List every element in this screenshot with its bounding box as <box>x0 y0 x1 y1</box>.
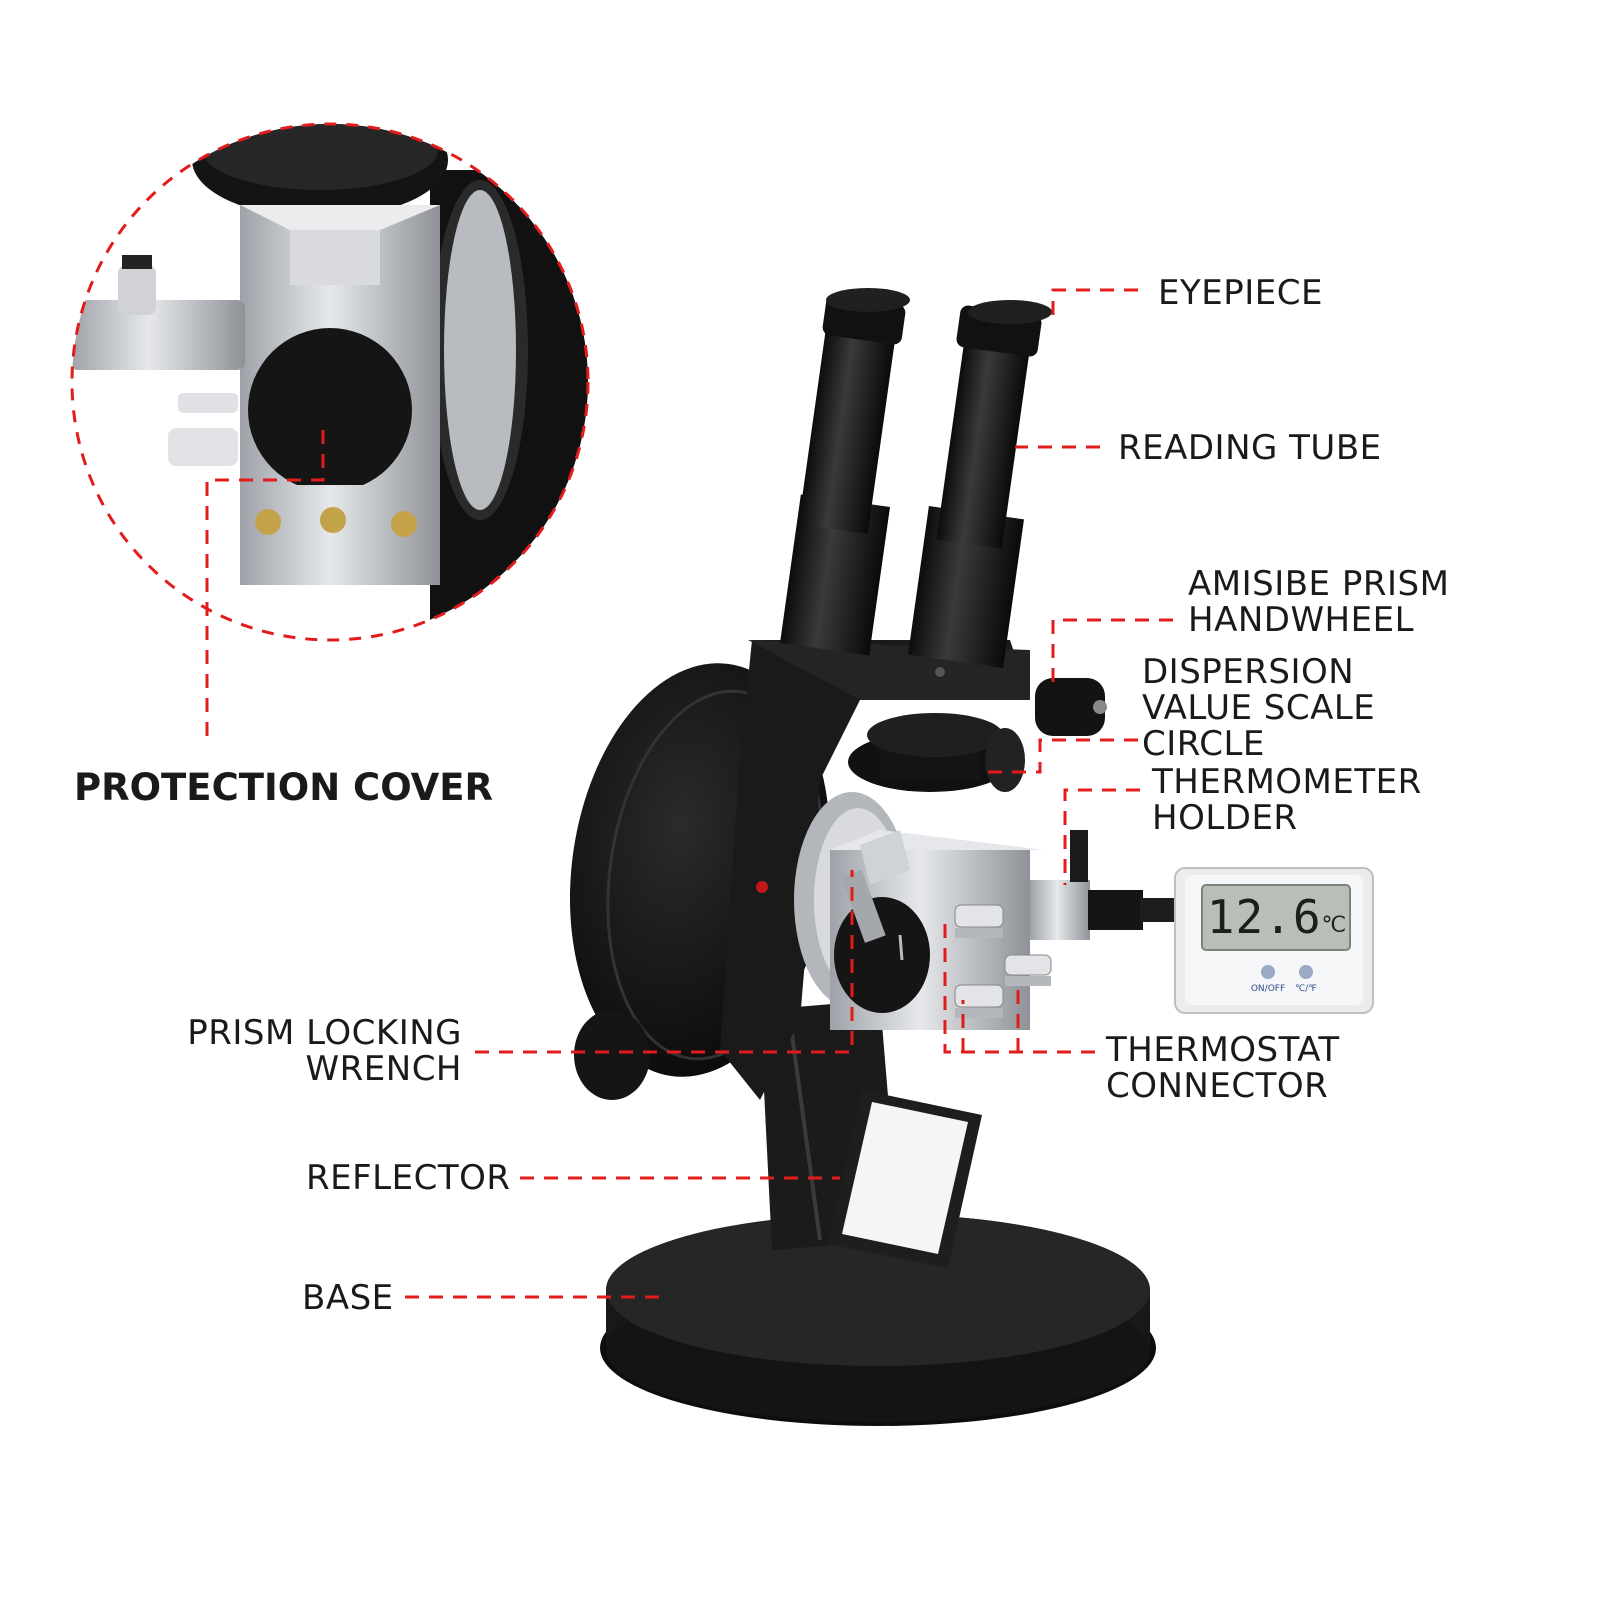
prism-locking-wrench <box>860 830 910 885</box>
label-dispersion-line-1: DISPERSION <box>1142 652 1355 692</box>
protection-cover-cap <box>248 328 412 492</box>
thermometer-onoff-button-label: ON/OFF <box>1250 984 1286 994</box>
thermometer-reading: 12.6℃ <box>1207 886 1347 948</box>
reflector <box>828 1090 982 1268</box>
leader-thermostat <box>943 922 1095 1054</box>
digital-thermometer <box>1174 867 1374 1014</box>
label-thermostat-line-2: CONNECTOR <box>1106 1066 1329 1106</box>
zoom-circle-outline <box>70 122 590 642</box>
thermometer-value: 12.6 <box>1206 890 1322 944</box>
label-dispersion-line-2: VALUE SCALE <box>1142 688 1376 728</box>
label-protection-cover: PROTECTION COVER <box>74 766 494 809</box>
thermometer-unit-button-label: ℃/℉ <box>1295 984 1317 994</box>
leader-protection-cover <box>205 430 325 740</box>
leader-handwheel <box>1051 618 1173 690</box>
prism-housing <box>794 792 1045 1030</box>
label-wrench-line-1: PRISM LOCKING <box>187 1013 462 1053</box>
label-thermometer-line-1: THERMOMETER <box>1152 762 1422 802</box>
dispersion-circle <box>848 713 1025 792</box>
label-eyepiece: EYEPIECE <box>1158 273 1323 313</box>
label-reflector: REFLECTOR <box>306 1158 511 1198</box>
instrument <box>569 288 1374 1426</box>
leader-thermometer <box>1063 788 1140 885</box>
thermostat-connectors <box>954 904 1052 1018</box>
prism-handwheel <box>1035 678 1107 736</box>
label-amisibe-prism-handwheel: AMISIBE PRISM HANDWHEEL <box>1188 566 1449 638</box>
arm <box>720 640 1030 1100</box>
label-wrench-line-2: WRENCH <box>305 1049 462 1089</box>
label-thermostat-connector: THERMOSTAT CONNECTOR <box>1106 1032 1340 1104</box>
right-tube <box>908 300 1052 668</box>
thermometer-holder <box>1030 830 1180 940</box>
leader-dispersion <box>985 738 1138 774</box>
label-handwheel-line-2: HANDWHEEL <box>1188 600 1415 640</box>
label-reading-tube: READING TUBE <box>1118 428 1382 468</box>
label-dispersion-line-3: CIRCLE <box>1142 724 1265 764</box>
label-thermometer-holder: THERMOMETER HOLDER <box>1152 764 1422 836</box>
left-tube <box>779 288 910 656</box>
leader-lines <box>205 288 1173 1299</box>
leader-prism-wrench <box>475 870 854 1054</box>
label-base: BASE <box>302 1278 394 1318</box>
label-handwheel-line-1: AMISIBE PRISM <box>1188 564 1450 604</box>
thermometer-unit: ℃ <box>1321 913 1348 938</box>
label-dispersion-value-scale-circle: DISPERSION VALUE SCALE CIRCLE <box>1142 654 1375 762</box>
leader-eyepiece <box>1051 288 1138 325</box>
label-thermostat-line-1: THERMOSTAT <box>1106 1030 1340 1070</box>
label-prism-locking-wrench: PRISM LOCKING WRENCH <box>182 1015 462 1087</box>
zoom-inset <box>72 124 588 640</box>
label-thermometer-line-2: HOLDER <box>1152 798 1298 838</box>
